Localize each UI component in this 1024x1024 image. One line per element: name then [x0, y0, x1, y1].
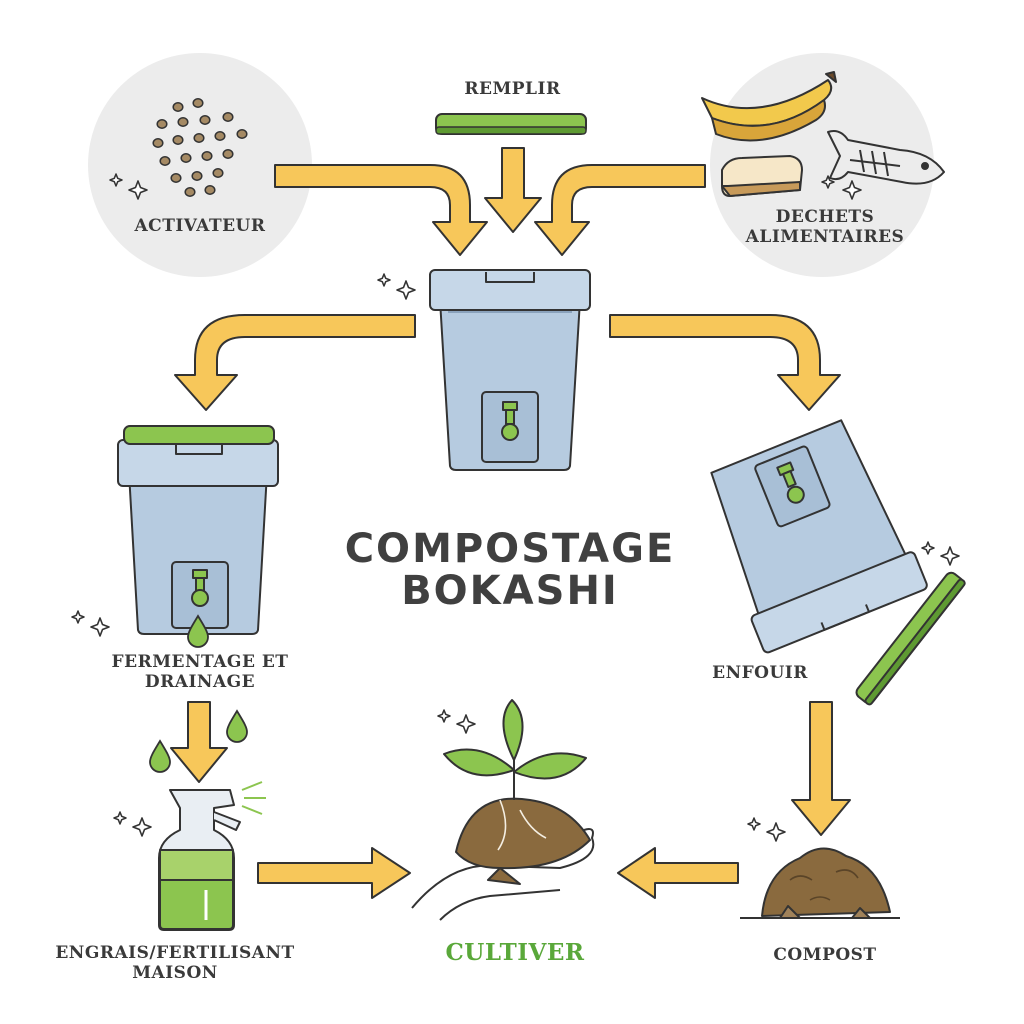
- label-activateur: ACTIVATEUR: [134, 216, 266, 236]
- sparkle-icon: [766, 822, 786, 842]
- sparkle-icon: [921, 541, 935, 555]
- arrow-bucket-to-fermentation: [174, 314, 416, 411]
- label-dechets-line1: DECHETS: [775, 207, 875, 227]
- sparkle-icon: [71, 610, 85, 624]
- arrow-lid-to-bucket: [484, 147, 542, 233]
- label-fermentage-drainage: FERMENTAGE ET DRAINAGE: [70, 652, 330, 692]
- sparkle-icon: [113, 811, 127, 825]
- sparkle-icon: [437, 709, 451, 723]
- arrow-fermentation-to-sprayer: [170, 701, 228, 783]
- fermentation-bucket-icon: [117, 425, 279, 635]
- spray-bottle-icon: [158, 781, 266, 931]
- lid-icon: [435, 113, 587, 135]
- label-engrais-line2: MAISON: [132, 962, 218, 983]
- drop-icon: [226, 710, 248, 743]
- label-remplir: REMPLIR: [464, 79, 561, 99]
- arrow-compost-to-grow: [617, 847, 739, 899]
- label-compost: COMPOST: [773, 945, 877, 965]
- sparkle-icon: [456, 714, 476, 734]
- label-engrais-line1: ENGRAIS/FERTILISANT: [55, 943, 295, 963]
- sparkle-icon: [396, 280, 416, 300]
- label-dechets-line2: ALIMENTAIRES: [745, 226, 905, 247]
- arrow-bucket-to-bury: [609, 314, 841, 411]
- label-fermentage-line2: DRAINAGE: [144, 671, 256, 692]
- sparkle-icon: [747, 817, 761, 831]
- arrow-waste-to-bucket: [534, 164, 706, 256]
- title-line2: BOKASHI: [401, 568, 619, 614]
- activator-circle-bg: [88, 53, 312, 277]
- food-waste-icon: [701, 71, 945, 197]
- bury-bucket-icon: [710, 419, 928, 654]
- center-bucket-icon: [429, 269, 591, 471]
- sparkle-icon: [132, 817, 152, 837]
- sparkle-icon: [940, 546, 960, 566]
- drop-icon: [149, 740, 171, 773]
- sparkle-icon: [90, 617, 110, 637]
- diagram-title: COMPOSTAGE BOKASHI: [300, 528, 720, 612]
- label-fermentage-line1: FERMENTAGE ET: [111, 652, 289, 672]
- lid-icon: [855, 571, 966, 706]
- plant-in-hand-icon: [411, 699, 595, 921]
- label-cultiver: CULTIVER: [445, 939, 585, 966]
- label-enfouir: ENFOUIR: [712, 663, 808, 683]
- arrow-bury-to-compost: [791, 701, 851, 836]
- label-dechets-alimentaires: DECHETS ALIMENTAIRES: [745, 207, 905, 247]
- title-line1: COMPOSTAGE: [344, 526, 676, 572]
- label-engrais-fertilisant: ENGRAIS/FERTILISANT MAISON: [20, 943, 330, 983]
- sparkle-icon: [377, 273, 391, 287]
- arrow-activator-to-bucket: [274, 164, 488, 256]
- arrow-fertilizer-to-grow: [257, 847, 411, 899]
- compost-pile-icon: [740, 847, 900, 919]
